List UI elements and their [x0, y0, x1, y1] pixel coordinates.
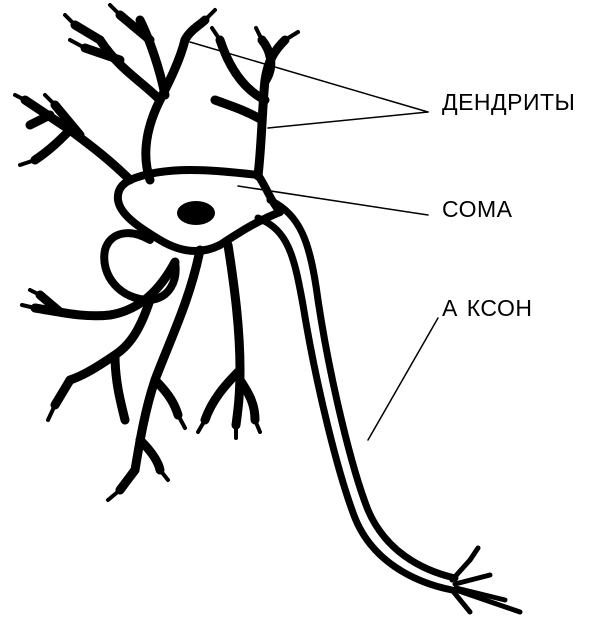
- axon-terminals: [452, 548, 520, 612]
- dendrite-upper-left: [75, 15, 205, 180]
- dendrites-pointer-b: [268, 112, 428, 128]
- axon-label: А КСОН: [442, 295, 532, 322]
- dendrite-upper-right-twigs: [212, 28, 298, 40]
- axon-outer: [270, 200, 455, 578]
- dendrite-lower-right: [205, 245, 255, 425]
- axon-inner: [258, 218, 452, 590]
- axon-pointer: [368, 318, 438, 440]
- nucleus: [177, 201, 215, 225]
- soma-label: СОМА: [442, 196, 513, 223]
- dendrite-left: [25, 100, 130, 180]
- dendrites-label: ДЕНДРИТЫ: [442, 89, 575, 116]
